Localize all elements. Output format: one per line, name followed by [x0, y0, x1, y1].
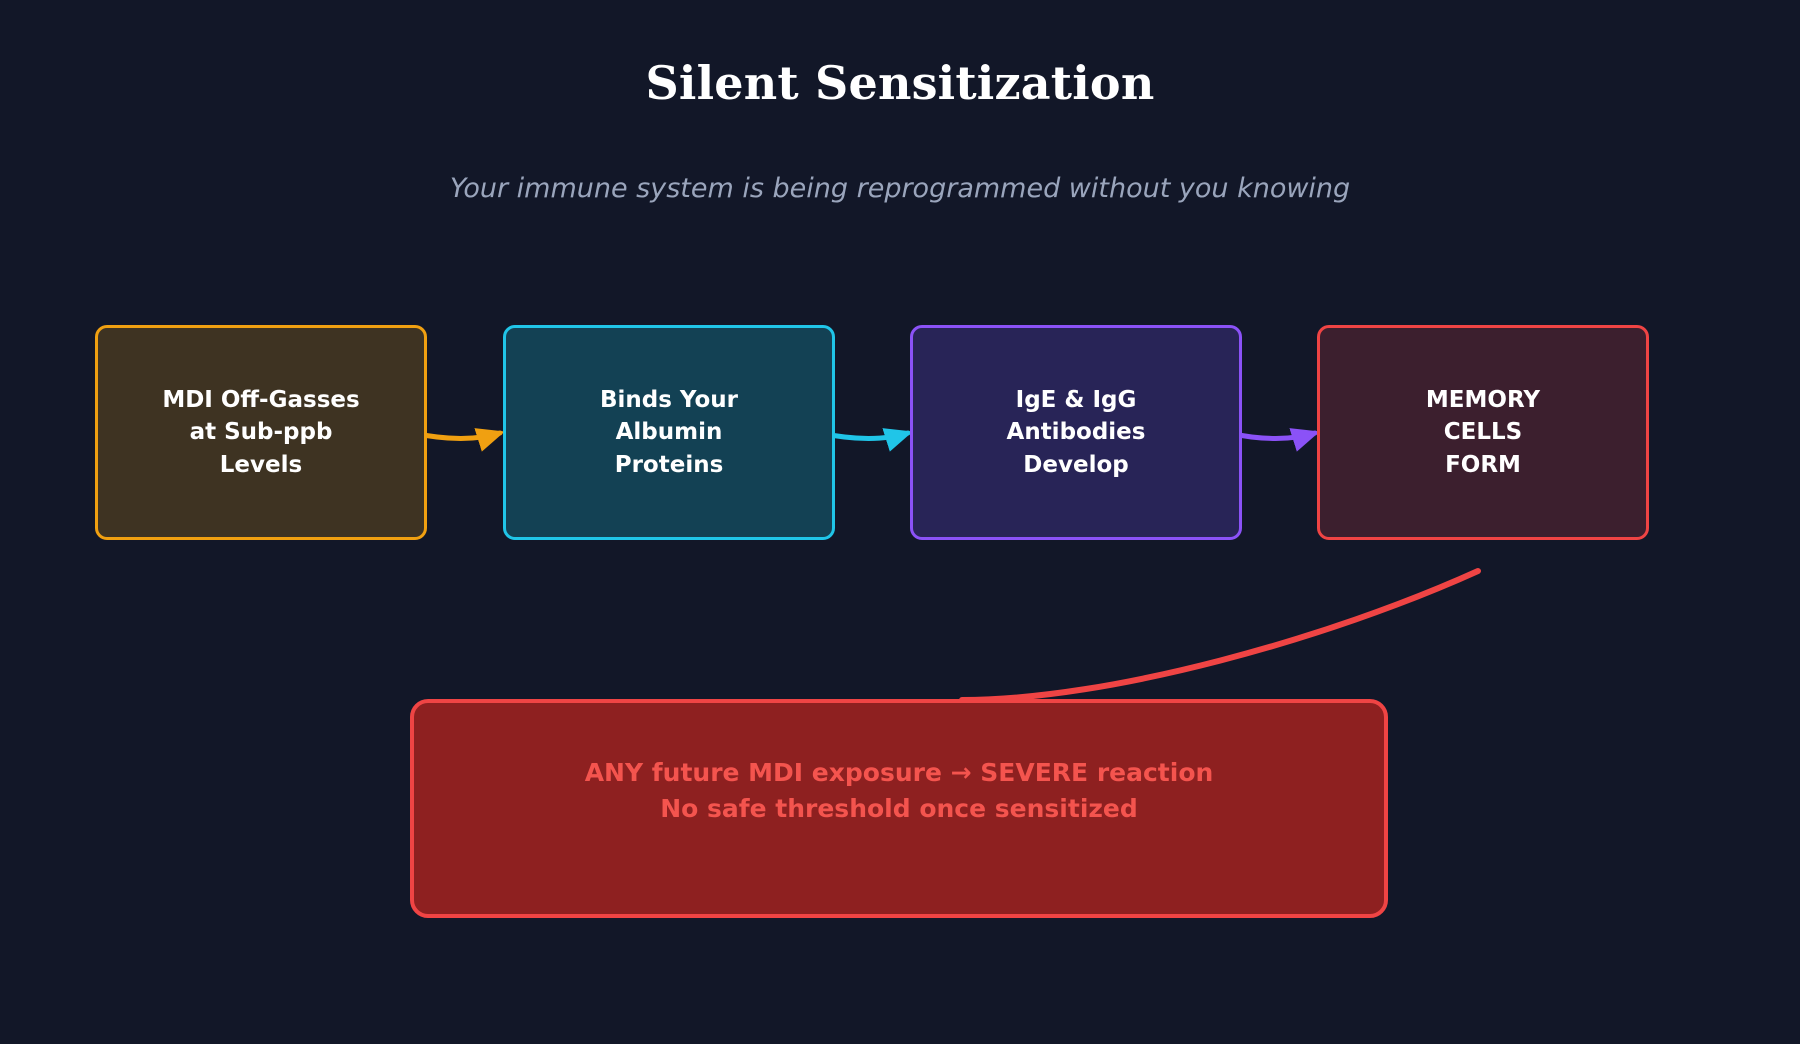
stage-label-binds-albumin: Binds Your Albumin Proteins [599, 386, 738, 478]
stage-box-mdi-off-gasses[interactable]: MDI Off-Gasses at Sub-ppb Levels [95, 325, 427, 540]
page-subtitle: Your immune system is being reprogrammed… [449, 173, 1351, 204]
connector-memory-to-warning [959, 568, 1481, 703]
stage-label-mdi-off-gasses: MDI Off-Gasses at Sub-ppb Levels [162, 386, 360, 478]
stage-box-binds-albumin[interactable]: Binds Your Albumin Proteins [503, 325, 835, 540]
stage-label-memory-cells-form: MEMORY CELLS FORM [1425, 386, 1541, 478]
stage-label-ige-igg-antibodies: IgE & IgG Antibodies Develop [1006, 386, 1146, 478]
warning-label-severe-reaction: ANY future MDI exposure → SEVERE reactio… [584, 758, 1214, 823]
stage-box-memory-cells-form[interactable]: MEMORY CELLS FORM [1317, 325, 1649, 540]
stage-box-ige-igg-antibodies[interactable]: IgE & IgG Antibodies Develop [910, 325, 1242, 540]
page-title: Silent Sensitization [645, 56, 1155, 110]
warning-box-severe-reaction[interactable]: ANY future MDI exposure → SEVERE reactio… [410, 699, 1388, 918]
